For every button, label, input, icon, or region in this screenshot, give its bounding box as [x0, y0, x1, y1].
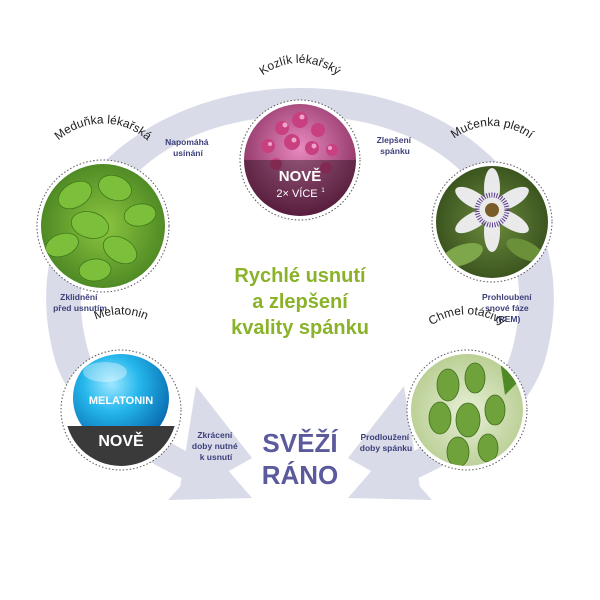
ring-text-napomaha: Napomáhá usínání: [165, 137, 211, 158]
circle-kozlik: NOVĚ 2× VÍCE 1: [239, 99, 361, 221]
center-title-line-1: Rychlé usnutí: [234, 265, 367, 287]
center-title-line-2: a zlepšení: [252, 291, 349, 313]
hops-image: [411, 354, 523, 466]
label-kozlik: Kozlík lékařský: [257, 52, 344, 78]
melatonin-badge: NOVĚ: [98, 431, 144, 450]
ring-text-prohloubeni: Prohloubení snové fáze (REM): [482, 292, 534, 324]
ring-text-zkraceni: Zkrácení doby nutné k usnutí: [192, 430, 240, 462]
melatonin-sphere-text: MELATONIN: [89, 395, 153, 407]
bottom-title-line-2: RÁNO: [262, 460, 339, 490]
passion-flower-image: [436, 166, 548, 278]
ring-text-zklidneni: Zklidnění před usnutím: [53, 292, 107, 313]
ring-text-zlepseni: Zlepšení spánku: [377, 135, 414, 156]
kozlik-badge-sup: 1: [321, 188, 325, 194]
kozlik-badge: NOVĚ: [279, 167, 322, 185]
cycle-ring: [46, 88, 554, 500]
right-arrowhead: [348, 386, 422, 500]
valerian-flower-image: [244, 104, 356, 216]
ring-text-prodlouzeni: Prodloužení doby spánku: [360, 432, 412, 453]
circle-melatonin: MELATONIN NOVĚ: [60, 349, 182, 471]
kozlik-badge-sub: 2× VÍCE: [276, 187, 317, 200]
circle-medunka: [36, 159, 170, 293]
circle-chmel: [406, 349, 528, 471]
melatonin-sphere: [73, 354, 169, 446]
circle-mucenka: [431, 161, 553, 283]
label-melatonin: Melatonin: [92, 303, 150, 322]
center-title-line-3: kvality spánku: [231, 317, 369, 339]
left-arrowhead: [178, 386, 252, 500]
bottom-title-line-1: SVĚŽÍ: [262, 428, 338, 458]
